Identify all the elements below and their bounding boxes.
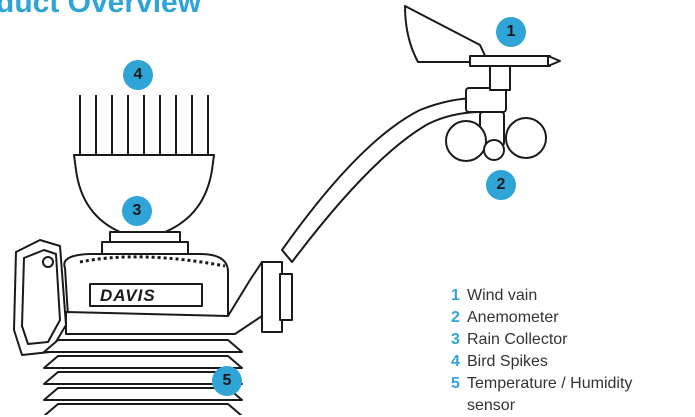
legend-number: 5 <box>451 375 460 392</box>
sensor-housing <box>63 253 229 317</box>
radiation-shield <box>43 339 243 415</box>
marker-3: 3 <box>122 196 152 226</box>
legend-item: 2 Anemometer <box>451 307 695 329</box>
legend-number: 4 <box>451 353 460 370</box>
legend-number: 1 <box>451 287 460 304</box>
base-arm <box>65 261 293 335</box>
solar-panel <box>13 239 67 356</box>
legend-label: Temperature / Humidity sensor <box>467 375 633 414</box>
pole <box>281 97 479 263</box>
legend-label: Bird Spikes <box>467 353 548 370</box>
page-title: duct Overview <box>0 0 202 19</box>
brand-logo: DAVIS <box>100 286 156 305</box>
wind-vane <box>404 5 561 91</box>
legend: 1 Wind vain 2 Anemometer 3 Rain Collector 4… <box>451 285 695 417</box>
marker-5: 5 <box>212 366 242 396</box>
marker-4: 4 <box>123 60 153 90</box>
legend-item: 3 Rain Collector <box>451 329 695 351</box>
legend-item: 1 Wind vain <box>451 285 695 307</box>
marker-1: 1 <box>496 17 526 47</box>
legend-item: 5 Temperature / Humidity sensor <box>451 373 695 417</box>
legend-number: 3 <box>451 331 460 348</box>
legend-label: Rain Collector <box>467 331 568 348</box>
legend-number: 2 <box>451 309 460 326</box>
marker-2: 2 <box>486 170 516 200</box>
legend-label: Anemometer <box>467 309 559 326</box>
anemometer <box>445 87 547 162</box>
rain-collector <box>73 154 215 257</box>
legend-label: Wind vain <box>467 287 538 304</box>
legend-item: 4 Bird Spikes <box>451 351 695 373</box>
